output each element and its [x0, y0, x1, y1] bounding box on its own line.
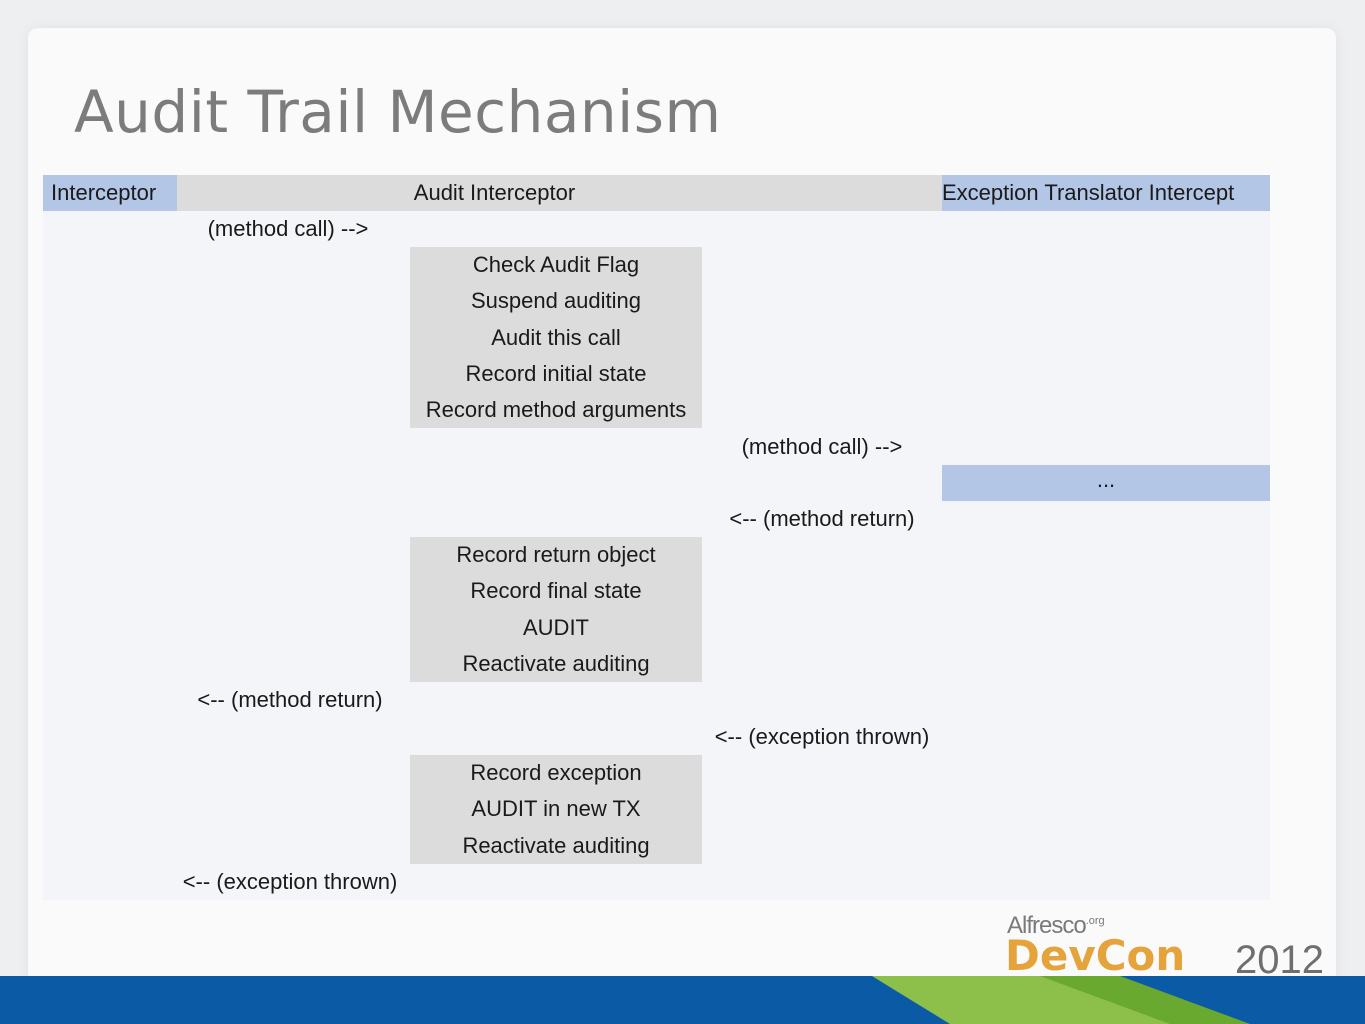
- header-exception-translator-label: Exception Translator Intercept: [942, 180, 1235, 205]
- method-call-arrow-2: (method call) -->: [741, 434, 903, 459]
- step-audit: AUDIT: [523, 614, 589, 640]
- exception-thrown-arrow-1: <-- (exception thrown): [714, 724, 930, 749]
- method-return-arrow-1: <-- (method return): [729, 506, 915, 531]
- step-record-return-object: Record return object: [456, 542, 656, 567]
- step-record-method-arguments: Record method arguments: [425, 397, 687, 423]
- devcon-wordmark: DevCon: [1005, 931, 1186, 980]
- method-call-arrow-1: (method call) -->: [207, 216, 369, 241]
- step-check-audit-flag: Check Audit Flag: [472, 252, 640, 277]
- header-audit-interceptor: Audit Interceptor: [177, 175, 942, 211]
- audit-steps-box-3: Record exception AUDIT in new TX Reactiv…: [410, 755, 702, 864]
- footer-band: [0, 976, 1365, 1024]
- alfresco-wordmark: Alfresco.org: [1007, 912, 1105, 940]
- devcon-logo: Alfresco.org DevCon 2012: [1005, 912, 1335, 982]
- footer-dark-green-stripe: [1040, 976, 1250, 1024]
- step-record-final-state: Record final state: [470, 578, 642, 604]
- slide-title: Audit Trail Mechanism: [74, 78, 722, 146]
- sequence-table: Interceptor Audit Interceptor Exception …: [43, 175, 1270, 900]
- step-reactivate-auditing: Reactivate auditing: [462, 650, 650, 676]
- devcon-year: 2012: [1235, 938, 1324, 982]
- step-suspend-auditing: Suspend auditing: [470, 288, 642, 314]
- footer-blue-right: [1150, 976, 1365, 1024]
- header-exception-translator: Exception Translator Intercept: [942, 175, 1270, 211]
- header-interceptor: Interceptor: [43, 175, 177, 211]
- alfresco-brand-text: Alfresco: [1007, 912, 1087, 939]
- method-return-arrow-2: <-- (method return): [197, 687, 383, 712]
- footer-green-stripe: [872, 976, 1190, 1024]
- step-audit-this-call: Audit this call: [491, 324, 621, 350]
- step-record-exception: Record exception: [470, 760, 642, 785]
- step-record-initial-state: Record initial state: [465, 360, 647, 386]
- step-audit-in-new-tx: AUDIT in new TX: [471, 796, 641, 822]
- exception-thrown-arrow-2: <-- (exception thrown): [182, 869, 398, 894]
- alfresco-brand-suffix: .org: [1085, 915, 1105, 927]
- audit-steps-box-1: Check Audit Flag Suspend auditing Audit …: [410, 247, 702, 428]
- step-reactivate-auditing-2: Reactivate auditing: [462, 832, 650, 858]
- ellipsis-cell: ...: [942, 465, 1270, 501]
- audit-steps-box-2: Record return object Record final state …: [410, 537, 702, 682]
